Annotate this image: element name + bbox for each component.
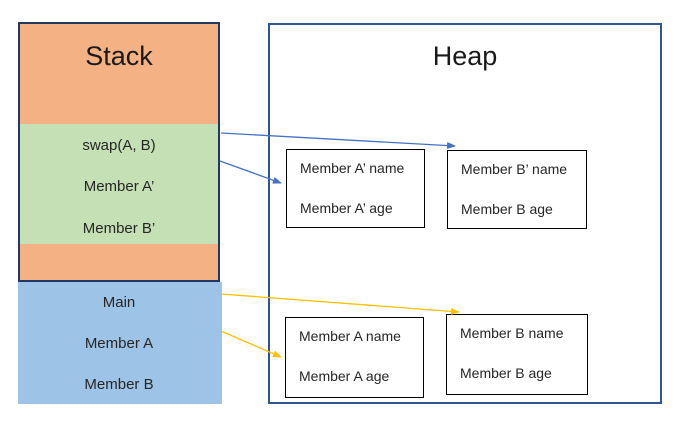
main-member-b-label: Member B <box>84 376 154 393</box>
heap-box-a-age: Member A age <box>299 368 390 384</box>
stack-outline <box>18 22 220 282</box>
stack-segment-bottom <box>18 244 220 282</box>
stack-segment-top <box>18 22 220 124</box>
stack-frame-main <box>18 282 222 404</box>
heap-box-a-prime-name: Member A’ name <box>300 160 405 176</box>
heap-box-b-age: Member B age <box>460 365 552 381</box>
swap-call-label: swap(A, B) <box>82 137 156 154</box>
stack-title: Stack <box>85 41 153 71</box>
heap-box-b-prime-name: Member B’ name <box>461 161 568 177</box>
heap-box-a: Member A name Member A age <box>285 317 424 398</box>
heap-title: Heap <box>432 41 498 71</box>
main-member-a-label: Member A <box>84 335 154 352</box>
heap-box-b-name: Member B name <box>460 325 564 341</box>
heap-box-a-prime-age: Member A’ age <box>300 200 393 216</box>
heap-box-b-prime-age: Member B age <box>461 201 553 217</box>
swap-member-a-label: Member A’ <box>83 178 155 195</box>
heap-box-a-name: Member A name <box>299 328 401 344</box>
stack-frame-swap <box>18 124 220 244</box>
heap-box-b-prime: Member B’ name Member B age <box>447 150 587 229</box>
main-label: Main <box>102 294 136 311</box>
swap-member-b-label: Member B’ <box>82 220 156 237</box>
heap-box-b: Member B name Member B age <box>446 314 588 395</box>
heap-box-a-prime: Member A’ name Member A’ age <box>286 149 425 228</box>
